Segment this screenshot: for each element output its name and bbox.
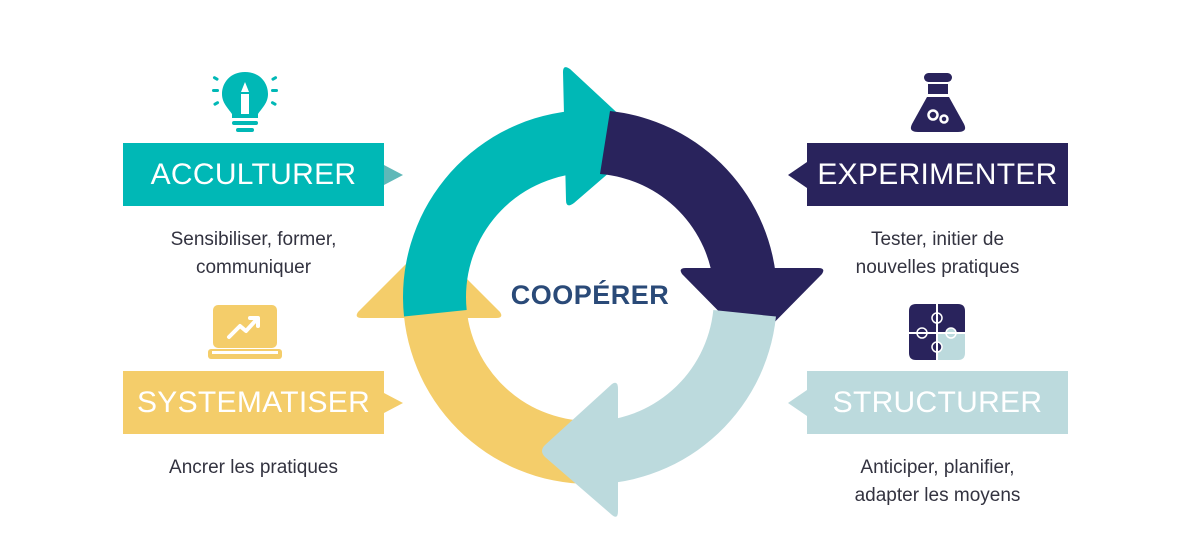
description-line: nouvelles pratiques	[855, 257, 1020, 278]
pointer-right	[384, 165, 403, 185]
step-experimenter: EXPERIMENTER	[807, 143, 1068, 206]
description-line: Sensibiliser, former,	[170, 229, 337, 250]
step-description: Tester, initier de nouvelles pratiques	[807, 226, 1068, 282]
step-systematiser: SYSTEMATISER	[123, 371, 384, 434]
center-label: COOPÉRER	[510, 280, 670, 310]
description-line: adapter les moyens	[854, 485, 1021, 506]
description-line: Anticiper, planifier,	[860, 457, 1015, 478]
arrow-acculturer	[403, 67, 643, 317]
pointer-left	[788, 162, 807, 188]
pointer-left	[788, 390, 807, 416]
arrow-structurer	[542, 309, 776, 517]
step-title: SYSTEMATISER	[136, 385, 371, 419]
step-description: Sensibiliser, former, communiquer	[123, 226, 384, 282]
puzzle-icon	[909, 304, 965, 360]
step-title: EXPERIMENTER	[817, 157, 1058, 191]
step-description: Anticiper, planifier, adapter les moyens	[807, 454, 1068, 510]
laptop-chart-icon	[208, 305, 282, 359]
step-acculturer: ACCULTURER	[123, 143, 384, 206]
pointer-right	[384, 393, 403, 413]
step-title: STRUCTURER	[832, 385, 1043, 419]
flask-icon	[910, 73, 966, 132]
arrow-experimenter	[600, 111, 824, 343]
description-line: Ancrer les pratiques	[169, 457, 338, 478]
step-structurer: STRUCTURER	[807, 371, 1068, 434]
description-line: communiquer	[195, 257, 312, 278]
step-description: Ancrer les pratiques	[123, 454, 384, 482]
step-title: ACCULTURER	[150, 157, 357, 191]
description-line: Tester, initier de	[870, 229, 1005, 250]
lightbulb-pencil-icon	[212, 72, 278, 132]
